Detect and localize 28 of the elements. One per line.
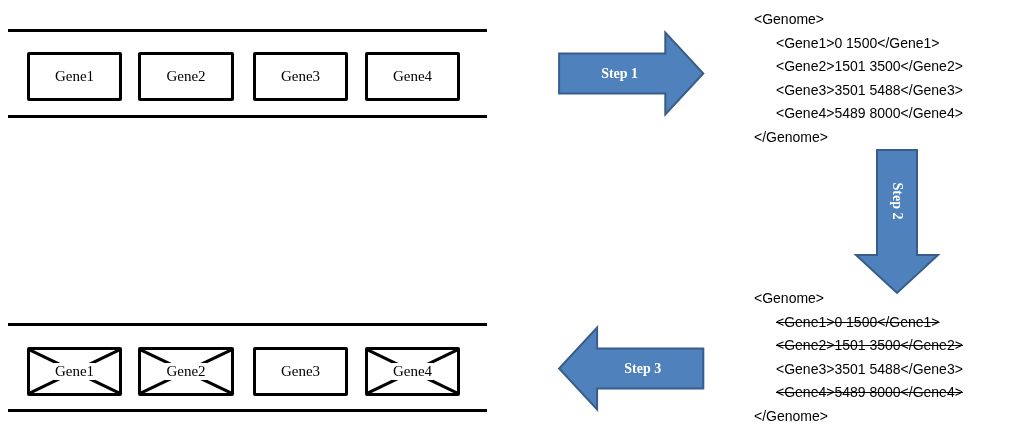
genome-track [8, 29, 487, 118]
block-arrow [557, 324, 705, 413]
step-label: Step 2 [889, 183, 905, 220]
xml-line: <Genome> [754, 10, 825, 29]
xml-line: <Gene2>1501 3500</Gene2> [776, 336, 963, 355]
block-arrow [558, 29, 705, 118]
gene-label: Gene1 [53, 363, 96, 380]
gene-label: Gene2 [165, 363, 207, 380]
xml-line: <Gene1>0 1500</Gene1> [776, 312, 940, 332]
xml-line: <Gene4>5489 8000</Gene4> [776, 104, 963, 123]
xml-line: </Genome> [754, 127, 828, 147]
xml-line: <Gene1>0 1500</Gene1> [776, 33, 940, 53]
xml-line: </Genome> [754, 406, 828, 426]
xml-line: <Gene3>3501 5488</Gene3> [776, 359, 963, 379]
block-arrow [853, 149, 941, 295]
gene-box [138, 52, 234, 101]
xml-line: <Gene4>5489 8000</Gene4> [776, 383, 963, 402]
gene-label: Gene4 [391, 363, 434, 380]
gene-box [253, 52, 348, 101]
xml-line: <Genome> [754, 289, 825, 308]
step-label: Step 3 [624, 360, 662, 377]
xml-line: <Gene2>1501 3500</Gene2> [776, 57, 963, 76]
gene-box [365, 52, 460, 101]
gene-box [27, 52, 122, 101]
xml-line: <Gene3>3501 5488</Gene3> [776, 80, 963, 100]
genome-track [8, 323, 487, 412]
step-label: Step 1 [601, 65, 639, 82]
gene-box [253, 347, 348, 396]
